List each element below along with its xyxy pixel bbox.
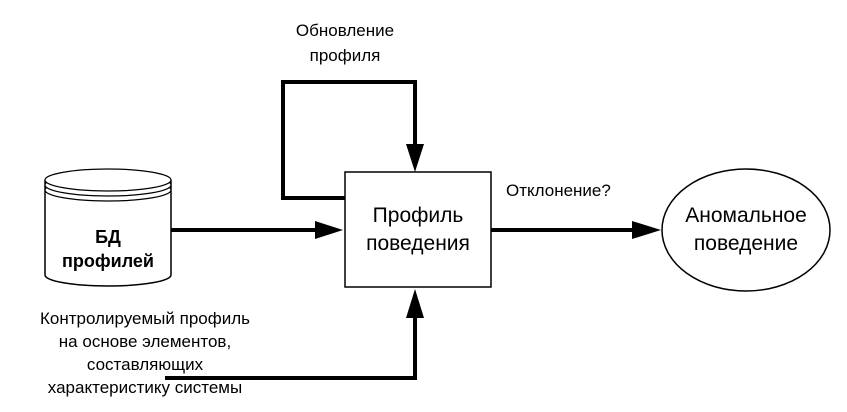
behavior-profile-label-line1: Профиль [373, 204, 464, 227]
database-to-profile-arrow [171, 221, 343, 239]
anomalous-behavior-ellipse [661, 168, 831, 292]
database-label-line2: профилей [62, 251, 154, 271]
profile-to-anomaly-arrowhead [632, 221, 661, 239]
profile-update-label-line1: Обновление [296, 21, 394, 40]
profile-update-arrowhead [406, 144, 424, 172]
database-top-ring-1 [44, 168, 172, 192]
anomalous-behavior-label-line2: поведение [694, 232, 798, 255]
behavior-profile-label-line2: поведения [366, 232, 470, 255]
database-label-line1: БД [95, 227, 121, 247]
profile-to-anomaly-arrow [491, 221, 661, 239]
monitored-profile-arrowhead [406, 289, 424, 318]
database-to-profile-arrowhead [315, 221, 343, 239]
profile-update-loop [281, 80, 424, 200]
profiles-database-cylinder [44, 168, 172, 287]
monitored-profile-label-line4: характеристику системы [48, 378, 242, 397]
database-body [44, 180, 172, 287]
monitored-profile-arrow [165, 289, 424, 380]
behavior-profile-box [344, 171, 492, 288]
profile-update-loop-line [281, 80, 417, 200]
deviation-label: Отклонение? [506, 181, 611, 200]
monitored-profile-label-line2: на основе элементов, [59, 332, 231, 351]
monitored-profile-label-line1: Контролируемый профиль [40, 309, 250, 328]
profile-update-label-line2: профиля [310, 46, 381, 65]
monitored-profile-line [165, 314, 417, 380]
monitored-profile-label-line3: составляющих [87, 355, 204, 374]
anomalous-behavior-label-line1: Аномальное [685, 204, 807, 227]
